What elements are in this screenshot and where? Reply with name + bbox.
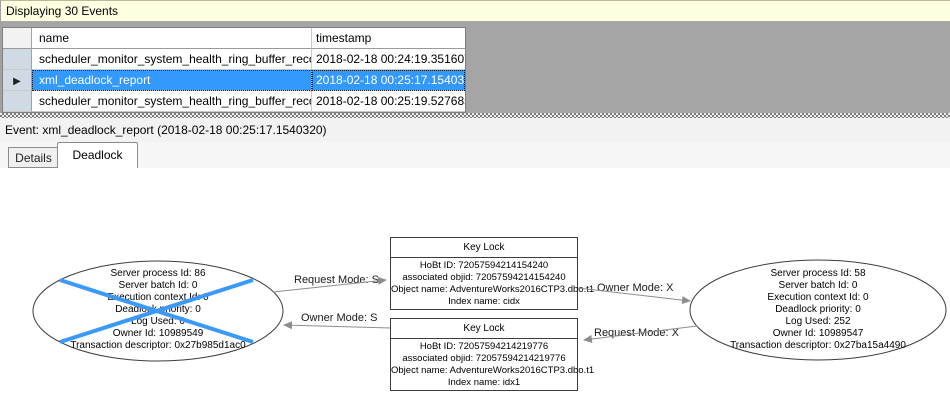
key-lock-node-top[interactable]: Key Lock HoBt ID: 72057594214154240 asso…	[390, 237, 595, 310]
process-detail-line: Server batch Id: 0	[118, 280, 198, 291]
edge-label-request-x: Request Mode: X	[594, 327, 679, 339]
event-timestamp-cell: 2018-02-18 00:24:19.3516078	[312, 49, 465, 70]
lock-detail-line: associated objid: 72057594214219776	[402, 353, 566, 364]
row-marker-header-cell	[3, 28, 32, 49]
lock-node-title: Key Lock	[391, 319, 577, 339]
event-name-cell: scheduler_monitor_system_health_ring_buf…	[32, 49, 312, 70]
lock-detail-line: associated objid: 72057594214154240	[402, 272, 566, 283]
grid-header-row: name timestamp	[3, 28, 465, 49]
process-detail-line: Server batch Id: 0	[778, 280, 858, 291]
lock-node-title: Key Lock	[391, 238, 577, 258]
process-detail-line: Owner Id: 10989549	[112, 328, 204, 339]
lock-detail-line: Index name: idx1	[447, 377, 521, 388]
other-process-ellipse[interactable]	[689, 259, 947, 361]
process-detail-line: Deadlock priority: 0	[775, 304, 861, 315]
tab-deadlock[interactable]: Deadlock	[57, 142, 138, 168]
row-marker-cell	[3, 49, 32, 70]
key-lock-node-bottom[interactable]: Key Lock HoBt ID: 72057594214219776 asso…	[390, 318, 595, 391]
process-detail-line: Execution context Id: 0	[107, 292, 209, 303]
event-timestamp-cell: 2018-02-18 00:25:19.5276859	[312, 91, 465, 112]
events-grid: name timestamp scheduler_monitor_system_…	[2, 27, 466, 113]
event-name-cell: scheduler_monitor_system_health_ring_buf…	[32, 91, 312, 112]
table-row[interactable]: scheduler_monitor_system_health_ring_buf…	[3, 91, 465, 112]
process-detail-line: Server process Id: 86	[110, 268, 206, 279]
event-timestamp-cell: 2018-02-18 00:25:17.1540320	[312, 70, 465, 91]
events-grid-canvas: name timestamp scheduler_monitor_system_…	[0, 22, 950, 113]
process-detail-line: Server process Id: 58	[770, 268, 866, 279]
process-detail-line: Owner Id: 10989547	[772, 328, 864, 339]
process-detail-line: Transaction descriptor: 0x27b985d1ac0	[70, 340, 246, 351]
victim-process-details: Server process Id: 86 Server batch Id: 0…	[33, 268, 283, 352]
tab-strip: Details Deadlock	[0, 142, 950, 168]
edge-label-request-s: Request Mode: S	[294, 274, 379, 286]
selected-event-label: Event: xml_deadlock_report (2018-02-18 0…	[0, 118, 950, 142]
lock-detail-line: Index name: cidx	[448, 296, 520, 307]
row-marker-cell: ▶	[3, 70, 32, 91]
column-header-name[interactable]: name	[32, 28, 312, 49]
event-name-cell: xml_deadlock_report	[32, 70, 312, 91]
horizontal-splitter[interactable]	[0, 113, 950, 118]
events-count-bar: Displaying 30 Events	[0, 0, 950, 22]
process-detail-line: Execution context Id: 0	[767, 292, 869, 303]
tab-details[interactable]: Details	[8, 147, 58, 168]
deadlock-graph: Server process Id: 86 Server batch Id: 0…	[0, 168, 950, 400]
current-row-icon: ▶	[13, 76, 21, 87]
process-detail-line: Transaction descriptor: 0x27ba15a4490	[730, 340, 906, 351]
edge-label-owner-x: Owner Mode: X	[597, 282, 674, 294]
lock-detail-line: Object name: AdventureWorks2016CTP3.dbo.…	[391, 284, 595, 295]
other-process-details: Server process Id: 58 Server batch Id: 0…	[690, 268, 946, 352]
edge-label-owner-s: Owner Mode: S	[301, 312, 378, 324]
table-row-selected[interactable]: ▶ xml_deadlock_report 2018-02-18 00:25:1…	[3, 70, 465, 91]
lock-node-details: HoBt ID: 72057594214154240 associated ob…	[391, 258, 595, 308]
lock-detail-line: HoBt ID: 72057594214154240	[419, 260, 549, 271]
column-header-timestamp[interactable]: timestamp	[312, 28, 465, 49]
process-detail-line: Log Used: 0	[131, 316, 185, 327]
lock-detail-line: HoBt ID: 72057594214219776	[419, 341, 549, 352]
process-detail-line: Deadlock priority: 0	[115, 304, 201, 315]
row-marker-cell	[3, 91, 32, 112]
lock-detail-line: Object name: AdventureWorks2016CTP3.dbo.…	[391, 365, 595, 376]
process-detail-line: Log Used: 252	[785, 316, 851, 327]
table-row[interactable]: scheduler_monitor_system_health_ring_buf…	[3, 49, 465, 70]
lock-node-details: HoBt ID: 72057594214219776 associated ob…	[391, 339, 595, 389]
